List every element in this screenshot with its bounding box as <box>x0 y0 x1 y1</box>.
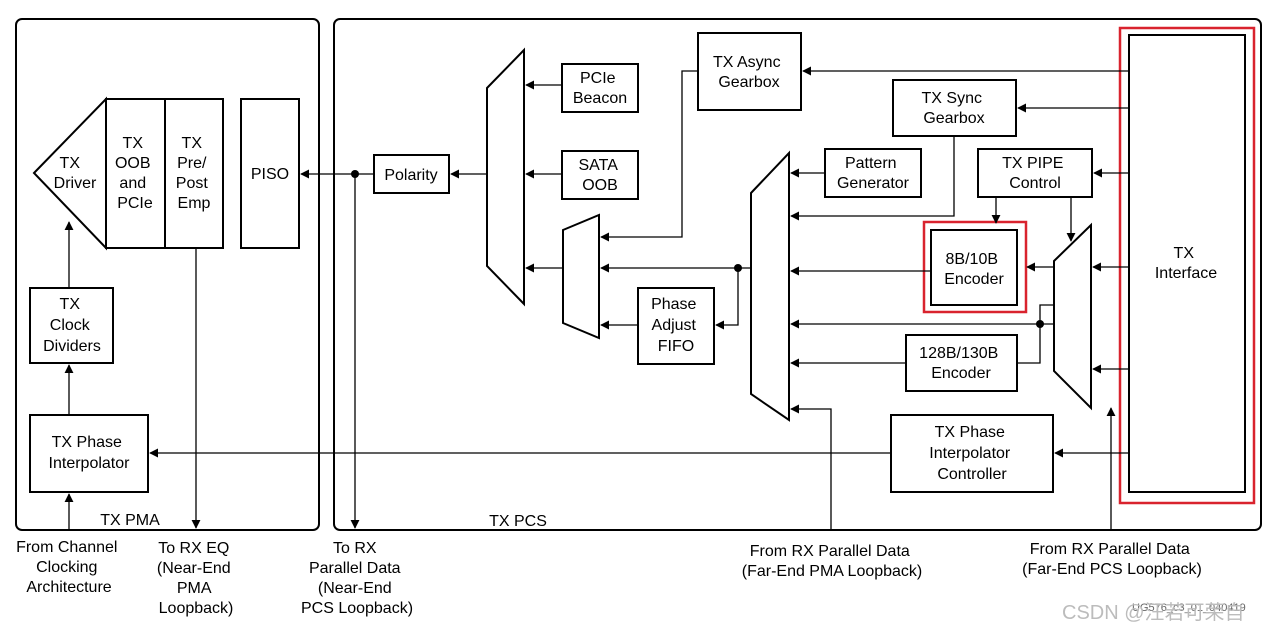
tx-sync-gearbox-block <box>892 79 1017 137</box>
tx-driver-label: TX Driver <box>54 155 97 192</box>
tx-async-gearbox-label: TX Async Gearbox <box>713 54 785 91</box>
tx-pi-controller-block <box>890 414 1054 493</box>
encoder-8b10b-block <box>930 229 1018 306</box>
tx-phase-interpolator-label: TX Phase Interpolator <box>49 434 131 472</box>
encoder-8b10b-label: 8B/10B Encoder <box>944 251 1004 288</box>
conn-sync-to-mux <box>790 137 955 221</box>
tx-pcs-label: TX PCS <box>489 513 547 530</box>
to-rx-parallel-label: To RX Parallel Data (Near-End PCS Loopba… <box>301 540 413 617</box>
tx-pre-post-emp-block <box>164 98 224 249</box>
pattern-generator-block <box>824 148 922 198</box>
pattern-generator-label: Pattern Generator <box>837 155 910 192</box>
tx-clock-dividers-label: TX Clock Dividers <box>43 296 101 355</box>
phase-adjust-fifo-label: Phase Adjust FIFO <box>651 296 701 355</box>
tx-pre-post-emp-label: TX Pre/ Post Emp <box>176 135 212 212</box>
piso-block <box>240 98 300 249</box>
watermark: CSDN @汪若可荣自 <box>1062 601 1245 624</box>
tx-pipe-control-label: TX PIPE Control <box>1002 155 1068 192</box>
sata-oob-block <box>561 150 639 200</box>
polarity-block <box>373 154 450 194</box>
tx-pi-controller-label: TX Phase Interpolator Controller <box>929 424 1014 483</box>
tx-clock-dividers-block <box>29 287 114 364</box>
figure-id: UG576_c3_01_040419 <box>1132 602 1246 614</box>
pcie-beacon-block <box>561 63 639 113</box>
phase-adjust-fifo-block <box>637 287 715 365</box>
tx-pipe-control-block <box>977 148 1093 198</box>
tx-phase-interpolator-block <box>29 414 149 493</box>
polarity-label: Polarity <box>384 167 437 184</box>
conn-to-fifo <box>715 268 739 330</box>
conn-128b-branch <box>1018 324 1041 364</box>
encoder-128b130b-label: 128B/130B Encoder <box>919 345 1003 382</box>
conn-far-end-pma <box>790 404 832 531</box>
to-rx-eq-label: To RX EQ (Near-End PMA Loopback) <box>157 540 235 617</box>
tx-interface-label: TX Interface <box>1155 245 1217 282</box>
output-mux-large <box>486 47 525 307</box>
tx-interface-block <box>1128 34 1246 493</box>
phase-adjust-mux <box>562 213 600 340</box>
from-rx-far-pcs-label: From RX Parallel Data (Far-End PCS Loopb… <box>1022 541 1202 578</box>
tx-async-gearbox-block <box>697 32 802 111</box>
encoder-8b10b-highlight <box>922 220 1028 314</box>
tx-oob-pcie-block <box>105 98 166 249</box>
conn-bypass-branch <box>1039 304 1053 324</box>
pcs-data-mux <box>750 150 790 422</box>
tx-oob-pcie-label: TX OOB and PCIe <box>115 135 155 212</box>
encoder-128b130b-block <box>905 334 1018 392</box>
from-rx-far-pma-label: From RX Parallel Data (Far-End PMA Loopb… <box>742 543 923 580</box>
pcie-beacon-label: PCIe Beacon <box>573 70 627 107</box>
encoder-select-mux <box>1053 222 1092 411</box>
piso-label: PISO <box>251 166 289 183</box>
tx-pma-label: TX PMA <box>100 512 160 529</box>
from-channel-clocking-label: From Channel Clocking Architecture <box>16 539 122 596</box>
tx-sync-gearbox-label: TX Sync Gearbox <box>922 90 987 127</box>
sata-oob-label: SATA OOB <box>579 157 622 194</box>
conn-async-to-phase-mux <box>600 70 697 242</box>
tx-interface-highlight <box>1118 26 1256 505</box>
